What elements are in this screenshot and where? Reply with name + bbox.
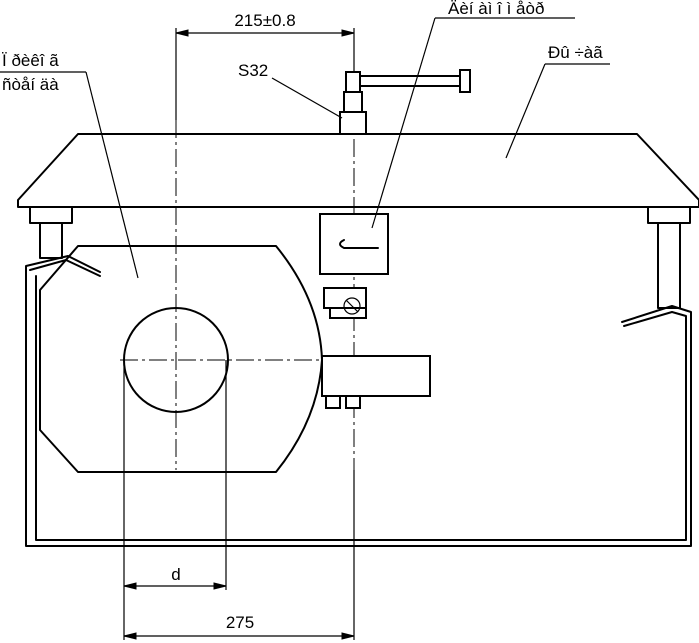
dimension-label-d: d [171, 565, 180, 584]
dimension-label-top: 215±0.8 [234, 11, 295, 30]
sample-plate [39, 245, 323, 473]
label-s32: S32 [238, 61, 268, 80]
sensor-callout: Äèí àì î ì åòð [371, 0, 575, 229]
sensor-assembly [319, 213, 389, 319]
clamp-bar [321, 355, 431, 409]
left-support [29, 206, 73, 259]
dimension-top: 215±0.8 [175, 11, 355, 120]
right-support [647, 206, 691, 309]
dimension-d: d [123, 360, 227, 640]
lever-callout: Ðû ÷àã [505, 43, 610, 159]
top-plate [17, 133, 699, 208]
dimension-label-bottom: 275 [226, 613, 254, 632]
sample-callout: Ï ðèêî ã ñòåí äà [0, 51, 139, 279]
dimension-bottom: 275 [123, 470, 355, 640]
label-sample-line1: Ï ðèêî ã [2, 51, 59, 70]
center-lines [120, 110, 355, 470]
bolt-s32: S32 [238, 61, 471, 135]
label-sample-line2: ñòåí äà [2, 75, 59, 94]
label-lever: Ðû ÷àã [548, 43, 603, 62]
label-sensor: Äèí àì î ì åòð [448, 0, 544, 18]
